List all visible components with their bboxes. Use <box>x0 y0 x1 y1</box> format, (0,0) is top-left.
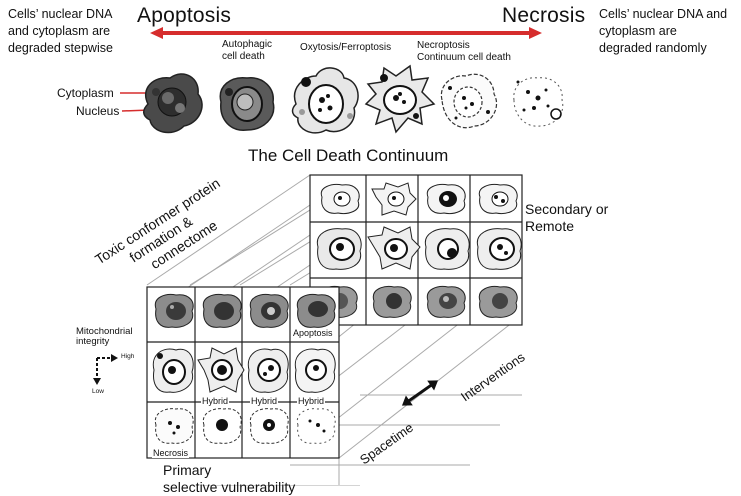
mito-line-2: integrity <box>76 336 110 347</box>
right-note-line-3: degraded randomly <box>599 41 707 55</box>
cell-necrotic <box>513 77 564 127</box>
front-grid-cells <box>152 294 336 444</box>
mito-high-label: High <box>121 353 135 360</box>
spacetime-arrow <box>401 380 439 406</box>
stage-necroptosis-line-2: Continuum cell death <box>417 52 511 63</box>
left-note-line-1: Cells’ nuclear DNA <box>8 7 113 21</box>
stage-autophagic-line-2: cell death <box>222 51 265 62</box>
mito-arrow <box>96 357 113 380</box>
label-hybrid-1: Hybrid <box>201 396 230 406</box>
stage-necroptosis: Necroptosis Continuum cell death <box>417 40 511 64</box>
cell-progression-row <box>143 64 564 134</box>
continuum-arrow <box>150 27 542 39</box>
stage-autophagic: Autophagic cell death <box>222 39 272 63</box>
primary-line-2: selective vulnerability <box>163 479 296 495</box>
back-grid-cells <box>316 182 522 318</box>
secondary-line-2: Remote <box>525 218 575 234</box>
right-note: Cells’ nuclear DNA and cytoplasm are deg… <box>599 6 727 57</box>
label-apoptosis: Apoptosis <box>292 328 334 338</box>
stage-autophagic-line-1: Autophagic <box>222 39 273 50</box>
nucleus-label: Nucleus <box>76 104 120 118</box>
diagram-title: The Cell Death Continuum <box>248 146 449 165</box>
left-note-line-2: and cytoplasm are <box>8 24 111 38</box>
label-necrosis: Necrosis <box>152 448 190 458</box>
stage-oxytosis: Oxytosis/Ferroptosis <box>300 42 392 53</box>
cell-autophagic <box>219 77 275 131</box>
left-note: Cells’ nuclear DNA and cytoplasm are deg… <box>8 6 113 57</box>
continuum-cube <box>93 174 523 486</box>
right-note-line-2: cytoplasm are <box>599 24 677 38</box>
primary-line-1: Primary <box>163 462 212 478</box>
label-hybrid-3: Hybrid <box>297 396 326 406</box>
cell-oxytosis <box>291 67 359 134</box>
mito-label: Mitochondrial integrity <box>76 327 133 347</box>
apoptosis-heading: Apoptosis <box>137 4 232 27</box>
cell-necroptosis <box>440 73 498 129</box>
secondary-line-1: Secondary or <box>525 201 609 217</box>
mito-arrow-head-down <box>93 378 101 385</box>
necrosis-heading: Necrosis <box>502 4 586 27</box>
stage-necroptosis-line-1: Necroptosis <box>417 40 470 51</box>
cell-apoptotic <box>143 73 203 134</box>
mito-arrow-head-right <box>111 354 118 362</box>
right-note-line-1: Cells’ nuclear DNA and <box>599 7 728 21</box>
secondary-label: Secondary or Remote <box>525 201 608 235</box>
cell-ferroptosis <box>364 64 436 134</box>
mito-low-label: Low <box>92 388 104 395</box>
label-hybrid-2: Hybrid <box>250 396 279 406</box>
primary-label: Primary selective vulnerability <box>163 462 295 496</box>
cytoplasm-label: Cytoplasm <box>57 86 114 100</box>
left-note-line-3: degraded stepwise <box>8 41 113 55</box>
mito-line-1: Mitochondrial <box>76 326 133 337</box>
